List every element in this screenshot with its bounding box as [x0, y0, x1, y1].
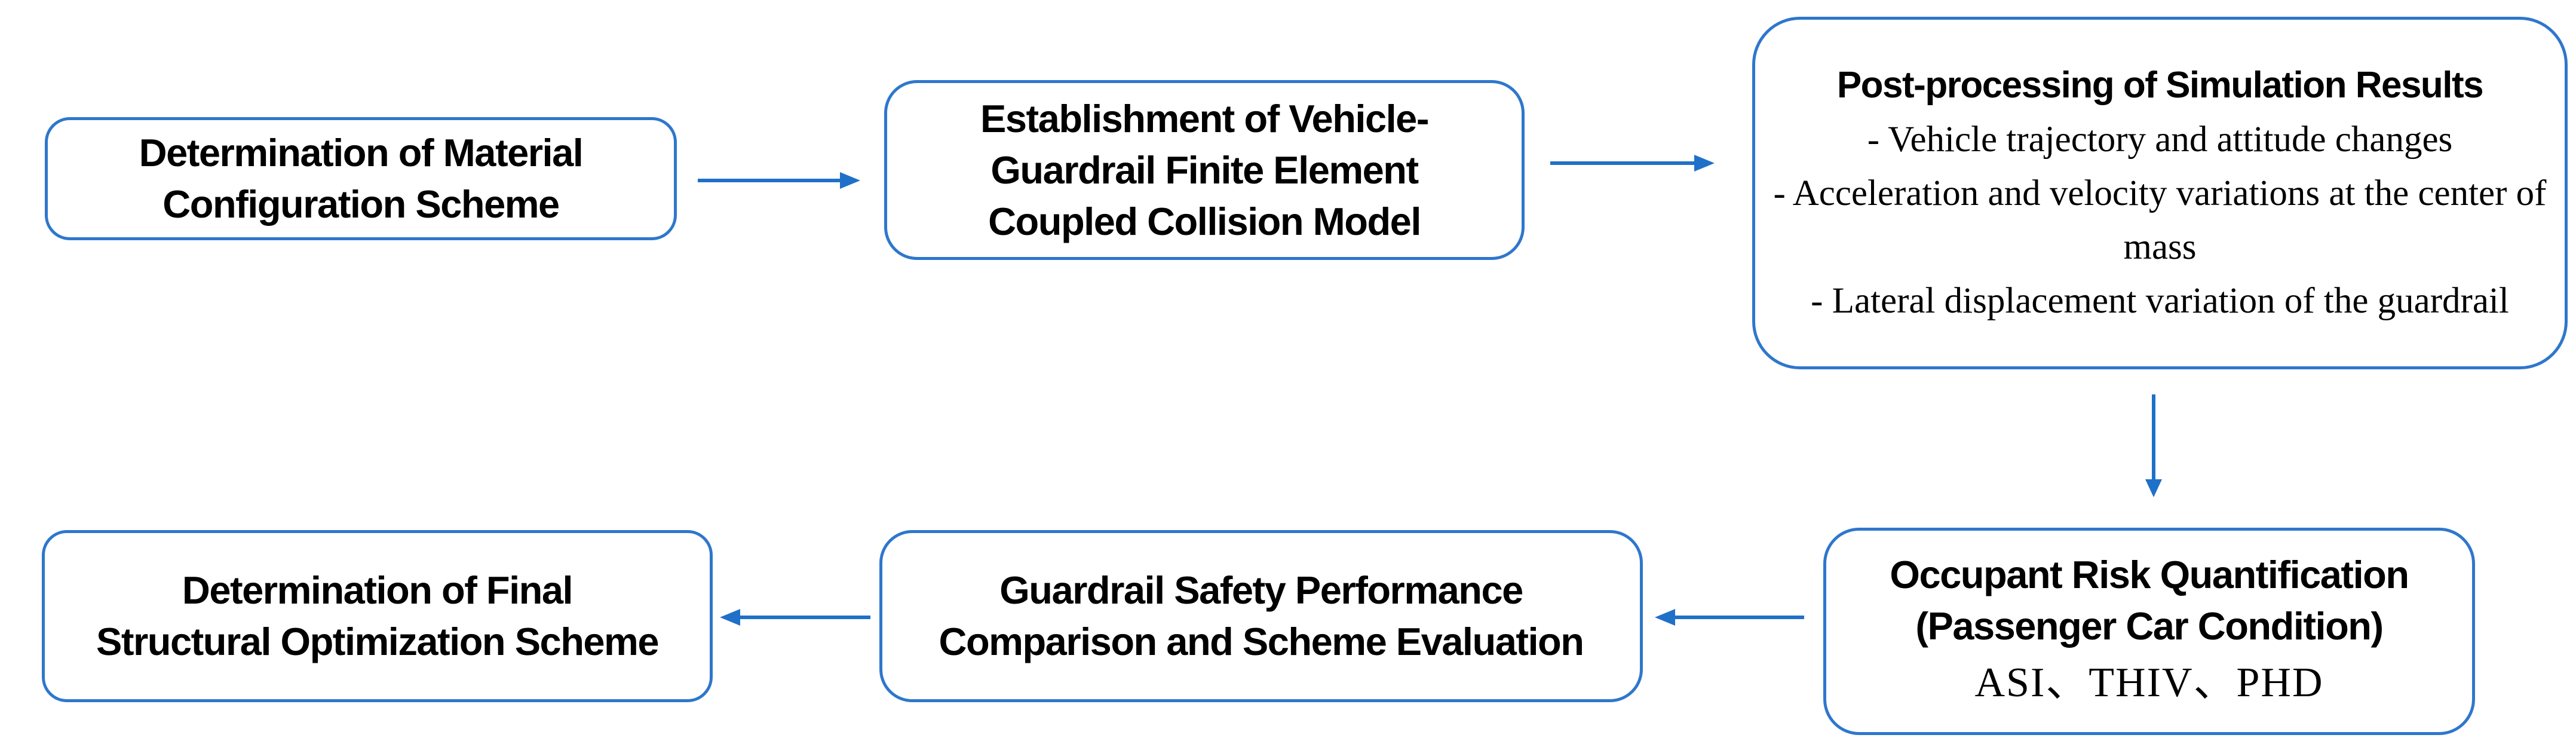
arrow-down-head-icon [2145, 479, 2162, 497]
box-material-configuration-line-2: Configuration Scheme [162, 182, 560, 226]
box-post-processing-title: Post-processing of Simulation Results [1836, 65, 2484, 106]
arrow-left-head-icon [720, 609, 740, 626]
box-occupant-risk-line-1: Occupant Risk Quantification [1890, 552, 2409, 596]
box-post-processing-bullet-1: - Vehicle trajectory and attitude change… [1867, 120, 2453, 160]
arrow-material-to-model [698, 172, 860, 189]
box-safety-evaluation: Guardrail Safety Performance Comparison … [879, 530, 1643, 702]
box-final-scheme-line-2: Structural Optimization Scheme [96, 620, 660, 663]
box-post-processing: Post-processing of Simulation Results - … [1752, 17, 2568, 369]
box-post-processing-bullet-2: - Acceleration and velocity variations a… [1773, 173, 2547, 267]
arrow-right-head-icon [1694, 155, 1715, 172]
arrow-right-head-icon [840, 172, 860, 189]
box-occupant-risk: Occupant Risk Quantification (Passenger … [1823, 528, 2475, 735]
arrow-shaft [740, 616, 870, 619]
box-post-processing-bullet-3: - Lateral displacement variation of the … [1811, 281, 2509, 321]
arrow-shaft [698, 179, 840, 182]
box-fe-collision-model-line-2: Guardrail Finite Element [990, 148, 1419, 192]
box-final-scheme-line-1: Determination of Final [182, 568, 574, 612]
arrow-shaft [2152, 394, 2155, 479]
box-fe-collision-model: Establishment of Vehicle- Guardrail Fini… [884, 80, 1525, 260]
arrow-postprocessing-to-risk [2145, 394, 2162, 497]
box-material-configuration: Determination of Material Configuration … [45, 117, 677, 240]
box-safety-evaluation-line-2: Comparison and Scheme Evaluation [939, 620, 1584, 663]
box-occupant-risk-line-2: (Passenger Car Condition) [1915, 604, 2384, 648]
box-fe-collision-model-line-3: Coupled Collision Model [988, 199, 1421, 243]
arrow-risk-to-evaluation [1655, 609, 1804, 626]
box-occupant-risk-metrics: ASI、THIV、PHD [1974, 659, 2324, 706]
arrow-shaft [1675, 616, 1804, 619]
box-final-scheme: Determination of Final Structural Optimi… [42, 530, 713, 702]
arrow-model-to-postprocessing [1550, 155, 1715, 172]
box-material-configuration-line-1: Determination of Material [139, 131, 584, 175]
arrow-evaluation-to-final [720, 609, 870, 626]
box-safety-evaluation-line-1: Guardrail Safety Performance [999, 568, 1523, 612]
arrow-shaft [1550, 161, 1694, 165]
box-fe-collision-model-line-1: Establishment of Vehicle- [980, 96, 1429, 140]
arrow-left-head-icon [1655, 609, 1675, 626]
